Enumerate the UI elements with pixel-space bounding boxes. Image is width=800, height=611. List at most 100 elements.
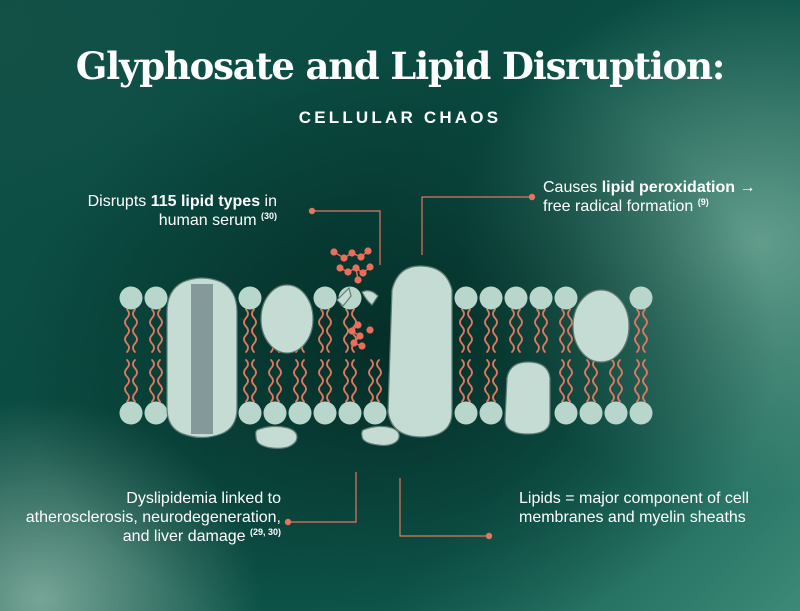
lipid-tail [326,359,332,403]
lipid-tail [484,308,490,353]
lipid-tail [567,308,573,353]
lipid-head [554,401,578,425]
lipid-tail [617,359,623,403]
lipid-head [454,401,478,425]
leader-dot [308,207,316,215]
lipid-tail [492,308,498,353]
lipid-tail [124,308,130,353]
lipid-tail [132,359,138,403]
glyphosate-bond [351,252,362,258]
lipid-head [604,401,628,425]
lipid-tail [251,308,257,353]
lipid-tail [343,359,349,403]
lipid-tail [343,308,349,353]
lipid-tail [301,359,307,403]
lipid-tail [132,308,138,353]
lipid-tail [559,359,565,403]
lipid-head [363,401,387,425]
lipid-tail [534,308,540,353]
lipid-tail [509,308,515,353]
glyphosate-bond [339,267,349,273]
lipid-head [313,286,337,310]
lipid-head [629,401,653,425]
glyphosate-bond [351,324,359,332]
lipid-tail [609,359,615,403]
upper-oval-protein [260,284,314,354]
glyphosate-bond [353,335,361,344]
lipid-head [554,286,578,310]
glyphosate-bond [347,267,357,273]
glyphosate-bond [355,267,359,281]
lipid-tail [149,359,155,403]
leader-line [288,472,357,523]
lipid-head [504,286,528,310]
lipid-tail [592,359,598,403]
callout-lipid-types: Disrupts 115 lipid types in human serum … [87,193,277,229]
glyphosate-bond [360,250,369,258]
lipid-tail [243,308,249,353]
lipid-tail [276,359,282,403]
lipid-tail [293,359,299,403]
lipid-tail [492,359,498,403]
leader-dot [485,532,493,540]
lipid-head [479,401,503,425]
bottom-small-protein-left [255,425,298,449]
callout-dyslipidemia: Dyslipidemia linked to atherosclerosis, … [25,490,281,545]
page-title: Glyphosate and Lipid Disruption: [75,44,726,88]
right-upper-protein [572,289,630,363]
lipid-tail [157,308,163,353]
lipid-head [144,401,168,425]
lipid-tail [351,359,357,403]
glyphosate-bond [355,267,364,274]
lipid-tail [376,359,382,403]
leader-dot [528,193,536,201]
lipid-tail [642,359,648,403]
lipid-tail [584,359,590,403]
lipid-tail [642,308,648,353]
lipid-tail [459,359,465,403]
glyphosate-molecules [330,247,374,350]
lipid-tail [326,308,332,353]
lipid-tails [124,308,648,403]
lipid-head [629,286,653,310]
lipid-head [119,401,143,425]
lipid-head [479,286,503,310]
lipid-tail [149,308,155,353]
lipid-tail [318,308,324,353]
lipid-tail [318,359,324,403]
right-lower-protein [504,361,551,435]
glyphosate-bond [333,251,345,259]
lipid-head [144,286,168,310]
lipid-heads [119,286,653,425]
lipid-tail [559,308,565,353]
callout-lipids-component: Lipids = major component of cell membran… [519,490,749,526]
leader-line [312,210,381,265]
lipid-tail [567,359,573,403]
lipid-head [313,401,337,425]
lipid-head [529,286,553,310]
lipid-tail [634,308,640,353]
leader-line [399,478,489,537]
leader-line [421,196,532,255]
lipid-tail [251,359,257,403]
glyphosate-bond [343,252,353,259]
leader-dot [284,518,292,526]
lipid-head [238,286,262,310]
lipid-tail [459,308,465,353]
lipid-head [454,286,478,310]
glyphosate-bond [353,342,363,347]
lipid-tail [368,359,374,403]
channel-pore [191,284,213,434]
lipid-tail [467,359,473,403]
damaged-lipid-fragment-right [361,290,379,306]
glyphosate-atom [366,326,374,334]
damaged-lipid-fragment-left [336,286,352,307]
lipid-tail [517,308,523,353]
lipid-tail [542,308,548,353]
lipid-head [119,286,143,310]
glyphosate-bond [362,266,371,274]
membrane-proteins [166,265,630,449]
lipid-head [288,401,312,425]
lipid-head [579,401,603,425]
